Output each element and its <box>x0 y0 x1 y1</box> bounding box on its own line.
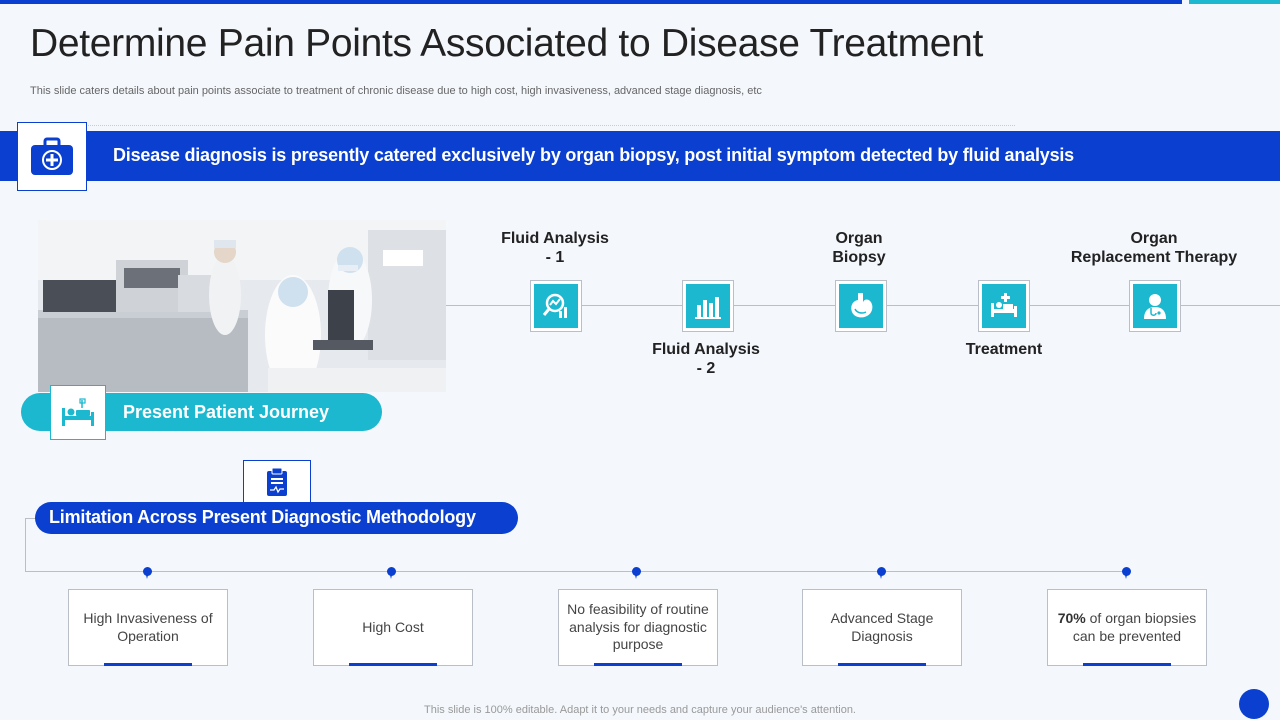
doctor-icon <box>1144 294 1166 319</box>
step-label: Fluid Analysis - 2 <box>652 341 760 377</box>
step-icon-box <box>978 280 1030 332</box>
connector-dot <box>877 567 886 579</box>
limitation-card: Advanced Stage Diagnosis <box>802 589 962 666</box>
step-label: Treatment <box>965 341 1043 358</box>
banner-text: Disease diagnosis is presently catered e… <box>113 145 1074 165</box>
top-accent-bar-blue <box>0 0 1182 4</box>
card-underline <box>104 663 192 666</box>
card-underline <box>594 663 682 666</box>
step-icon-box <box>1129 280 1181 332</box>
corner-decoration <box>1239 689 1269 719</box>
card-underline <box>349 663 437 666</box>
limitation-card: High Cost <box>313 589 473 666</box>
connector-dot <box>143 567 152 579</box>
limitation-icon-box <box>243 460 311 504</box>
step-icon-box <box>682 280 734 332</box>
journey-icon-box <box>50 385 106 440</box>
limitation-card-text: High Invasiveness of Operation <box>83 610 213 644</box>
step-icon-box <box>530 280 582 332</box>
page-subtitle: This slide caters details about pain poi… <box>30 85 762 97</box>
connector-dot <box>1122 567 1131 579</box>
top-accent-bar-teal <box>1189 0 1280 4</box>
limitation-card: 70% of organ biopsies can be prevented <box>1047 589 1207 666</box>
limitation-card: High Invasiveness of Operation <box>68 589 228 666</box>
limitation-card-text: No feasibility of routine analysis for d… <box>567 601 709 653</box>
step-label: Organ Replacement Therapy <box>1070 230 1238 266</box>
footer-note: This slide is 100% editable. Adapt it to… <box>424 704 856 716</box>
hospital-bed-icon <box>991 293 1017 317</box>
limitation-card-text: Advanced Stage Diagnosis <box>830 610 934 644</box>
bar-chart-icon <box>695 297 721 319</box>
magnifier-chart-icon <box>542 293 567 318</box>
limitation-card-text: High Cost <box>362 618 424 635</box>
banner-icon-box <box>17 122 87 191</box>
stomach-icon <box>851 293 873 318</box>
step-label: Organ Biopsy <box>832 230 886 266</box>
present-journey-label: Present Patient Journey <box>123 402 330 422</box>
limitation-card: No feasibility of routine analysis for d… <box>558 589 718 666</box>
step-icon-box <box>835 280 887 332</box>
medical-kit-icon <box>31 137 73 175</box>
bracket-line-horizontal <box>25 571 1126 572</box>
diagnosis-banner <box>0 131 1280 181</box>
limitation-label: Limitation Across Present Diagnostic Met… <box>49 507 476 527</box>
limitation-card-rest: of organ biopsies can be prevented <box>1072 610 1197 644</box>
bracket-line-cap <box>25 518 36 519</box>
page-title: Determine Pain Points Associated to Dise… <box>30 22 984 65</box>
limitation-card-highlight: 70% <box>1057 610 1086 626</box>
connector-dot <box>387 567 396 579</box>
laboratory-photo <box>38 220 446 392</box>
limitation-pill <box>35 502 518 534</box>
step-label: Fluid Analysis - 1 <box>501 230 609 266</box>
clipboard-icon <box>267 467 287 496</box>
title-divider <box>30 125 1015 126</box>
bracket-line-vertical <box>25 518 26 572</box>
card-underline <box>838 663 926 666</box>
patient-bed-icon <box>62 397 94 426</box>
limitation-card-text: 70% of organ biopsies can be prevented <box>1056 610 1198 645</box>
connector-dot <box>632 567 641 579</box>
card-underline <box>1083 663 1171 666</box>
